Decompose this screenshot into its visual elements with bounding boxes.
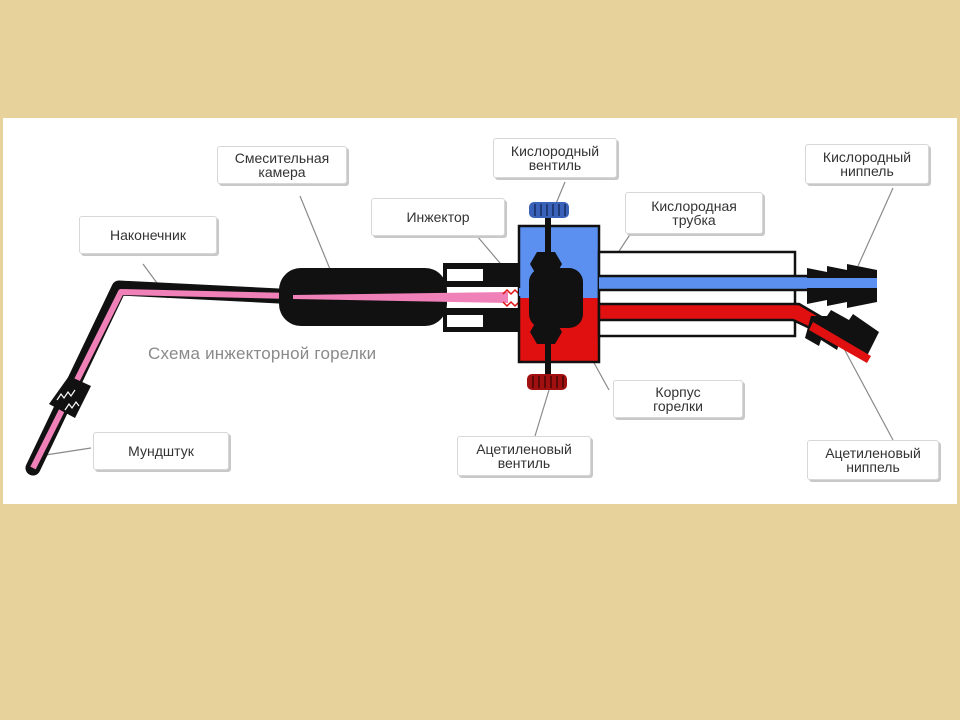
label-mundshtuk: Мундштук (93, 432, 229, 470)
label-kislorodny-ventil: Кислородный вентиль (493, 138, 617, 178)
leader-korpus-gorelki (592, 360, 610, 391)
label-inzhektor: Инжектор (371, 198, 505, 236)
acetylene-nipple (805, 310, 879, 363)
label-nakonechnik: Наконечник (79, 216, 217, 254)
mixing-chamber (279, 268, 508, 326)
leader-acetilenovy-nippel (840, 342, 894, 441)
oxygen-valve-knob (529, 202, 569, 218)
injector-nut (443, 263, 528, 332)
label-korpus-gorelki: Корпус горелки (613, 380, 743, 418)
leader-kislorodny-nippel (857, 187, 894, 267)
torch-body (517, 218, 601, 374)
mouthpiece-nut (49, 376, 91, 418)
torch-diagram (25, 181, 894, 476)
leader-acetilenovy-ventil (534, 389, 550, 437)
pipes-housing (597, 250, 835, 338)
oxygen-nipple (803, 264, 877, 308)
diagram-panel: Схема инжекторной горелки Наконечник Сме… (3, 118, 957, 504)
acetylene-valve-knob (527, 374, 567, 390)
label-acetilenovy-nippel: Ацетиленовый ниппель (807, 440, 939, 480)
label-smesitelnaya-kamera: Смесительная камера (217, 146, 347, 184)
label-kislorodnaya-trubka: Кислородная трубка (625, 192, 763, 234)
diagram-caption: Схема инжекторной горелки (148, 344, 377, 363)
label-kislorodny-nippel: Кислородный ниппель (805, 144, 929, 184)
label-acetilenovy-ventil: Ацетиленовый вентиль (457, 436, 591, 476)
